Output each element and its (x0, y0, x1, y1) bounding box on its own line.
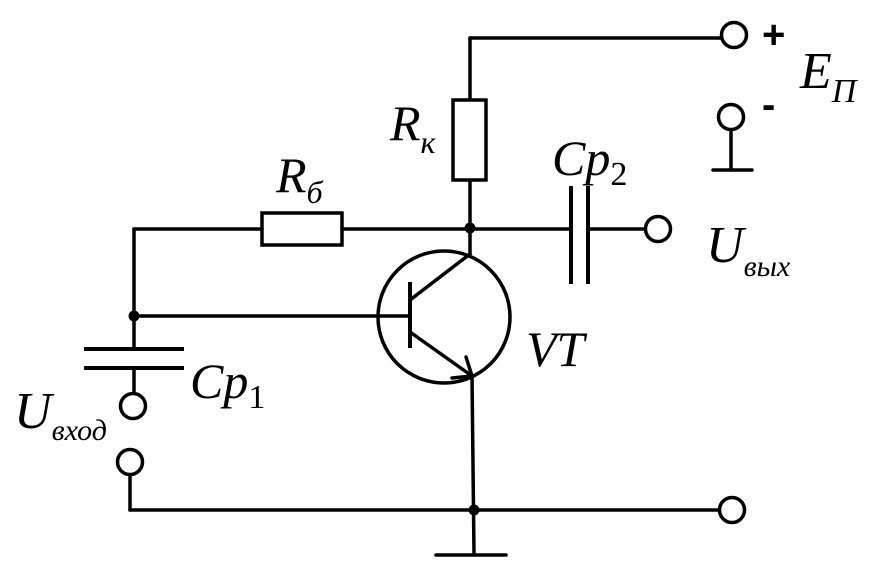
label-uout: Uвых (706, 217, 791, 283)
label-rk: Rк (389, 95, 437, 160)
junction-ground (468, 504, 480, 516)
terminal-input-top (118, 391, 148, 421)
transistor-collector-lead (408, 252, 472, 302)
terminal-supply-minus (716, 102, 746, 132)
terminal-ground-right (717, 495, 747, 525)
terminal-supply-plus (719, 20, 749, 50)
transistor-emitter-lead (408, 330, 474, 378)
label-supply: EП (799, 43, 859, 110)
terminal-input-bottom (115, 447, 145, 477)
resistor-rk (451, 98, 488, 182)
transistor-body (376, 249, 512, 385)
label-supply-minus: - (762, 83, 775, 127)
wire-emitter-to-ground (470, 374, 476, 556)
label-supply-plus: + (762, 13, 785, 57)
label-uin: Uвход (14, 383, 107, 447)
label-vt: VT (526, 321, 588, 377)
resistor-rb (260, 211, 344, 247)
label-cp1: Cp1 (190, 353, 265, 416)
terminal-output (643, 214, 673, 244)
label-rb: Rб (275, 147, 324, 210)
label-cp2: Cp2 (552, 130, 627, 193)
